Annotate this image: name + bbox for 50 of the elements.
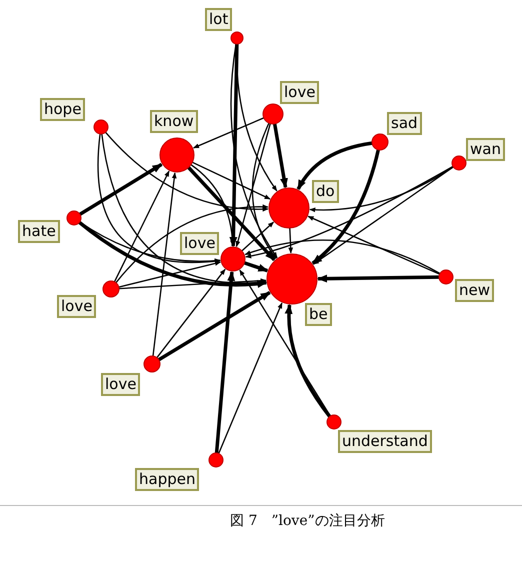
arrow (284, 304, 332, 418)
arrow (272, 124, 288, 188)
arrow (156, 268, 226, 358)
arrow (296, 141, 372, 190)
arrow (241, 222, 274, 252)
arrow (308, 216, 440, 275)
arrow (218, 302, 282, 454)
arrow (193, 117, 264, 148)
arrow (158, 291, 271, 362)
arrow (312, 149, 380, 265)
arrow (312, 166, 454, 265)
node-label: love (57, 295, 96, 318)
node-label: happen (135, 468, 200, 491)
node-label: love (101, 373, 140, 396)
arrow (236, 123, 271, 248)
arrow (118, 261, 221, 288)
figure-caption: 図 7 ”love”の注目分析 (230, 512, 385, 530)
arrow (101, 134, 267, 284)
node-label: be (305, 303, 332, 326)
node-label: wan (466, 138, 505, 161)
arrow (239, 270, 331, 416)
arrow (116, 204, 269, 284)
node-label: love (180, 232, 220, 255)
arrow (245, 166, 454, 258)
arrow (187, 166, 276, 262)
arrow (98, 134, 221, 264)
arrow (317, 274, 440, 283)
node-label: new (455, 279, 494, 302)
node-label: understand (338, 430, 432, 453)
arrow (152, 172, 177, 356)
node-label: love (280, 81, 320, 104)
arrow (244, 240, 440, 274)
node-label: do (312, 180, 339, 203)
node-label: lot (205, 8, 232, 31)
arrow (229, 44, 239, 247)
arrow (78, 221, 268, 288)
node-label: hate (18, 220, 60, 243)
arrow (79, 162, 163, 216)
arrow (118, 278, 267, 290)
arrow (190, 164, 235, 247)
node-label: sad (387, 112, 422, 135)
arrow (288, 228, 294, 254)
node-label: know (150, 110, 198, 133)
arrow (192, 162, 271, 200)
arrow (252, 122, 277, 259)
arrow (214, 271, 236, 454)
arrow (105, 132, 269, 212)
node-label: hope (40, 98, 86, 121)
arrow (114, 170, 170, 282)
arrow (244, 261, 268, 272)
